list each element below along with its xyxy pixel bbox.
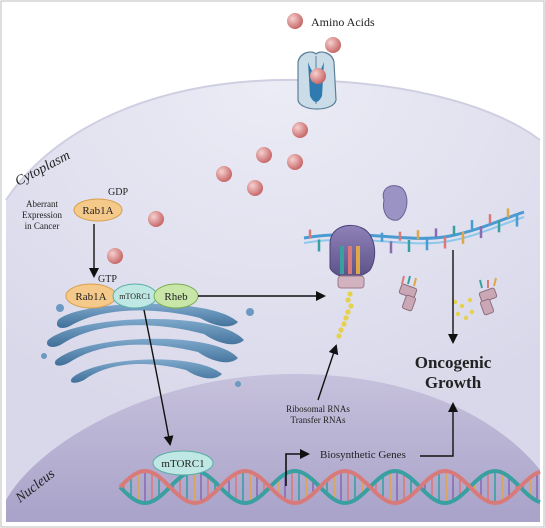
rab1a-gdp-label: Rab1A [82,205,113,217]
rab1a-gdp-shape [73,198,123,222]
mtorc1-nucleus-label: mTORC1 [161,458,204,470]
mtorc1-nuclear-arrow [143,309,174,446]
mtorc1-nucleus-shape [152,450,214,476]
amino-acid-sphere [287,13,303,29]
ribosome [329,185,408,289]
rab1a-gtp-label: Rab1A [75,291,106,303]
ribosomal-rnas-label: Ribosomal RNAs [286,404,350,414]
peptide-chain [336,291,354,339]
amino-acids-label: Amino Acids [311,15,375,29]
amino-acids-group [107,13,341,264]
amino-acid-sphere [310,68,326,84]
gtp-label: GTP [98,274,117,285]
oncogenic-growth-label-2: Growth [425,373,482,392]
amino-acid-sphere [148,211,164,227]
free-amino-acids [452,297,475,321]
rna-to-ribosome-arrow [317,344,339,401]
amino-acid-sphere [292,122,308,138]
amino-acid-sphere [325,37,341,53]
nucleus-region [6,373,540,522]
rheb-label: Rheb [164,291,188,303]
genes-to-growth-arrow [420,402,458,457]
aberrant-expression-label-1: Aberrant [26,199,58,209]
mtorc1-golgi-label: mTORC1 [119,292,150,301]
aberrant-expression-label-3: in Cancer [25,221,60,231]
gene-transcription-arrow [285,449,310,486]
amino-acid-sphere [216,166,232,182]
oncogenic-growth-label-1: Oncogenic [415,353,492,372]
amino-acid-sphere [107,248,123,264]
mrna-bases [308,208,519,254]
biosynthetic-genes-label: Biosynthetic Genes [320,449,406,461]
golgi-apparatus [41,303,254,387]
dna-strand-2 [118,468,541,506]
trna-left [398,275,418,312]
dna-helix [118,468,541,506]
trna-right [478,277,498,316]
aberrant-expression-label-2: Expression [22,210,62,220]
transfer-rnas-label: Transfer RNAs [291,415,346,425]
amino-acid-sphere [247,180,263,196]
amino-acid-sphere [287,154,303,170]
gdp-label: GDP [108,187,128,198]
amino-acid-sphere [256,147,272,163]
